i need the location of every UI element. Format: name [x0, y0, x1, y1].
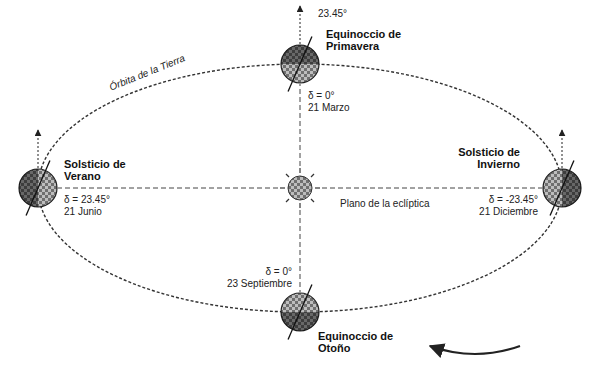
annotation-label: 21 Marzo: [308, 102, 350, 114]
earth-position: Equinoccio de Otoño: [280, 292, 320, 332]
season-heading: Solsticio de Invierno: [430, 146, 520, 170]
annotation-label: 21 Diciembre: [479, 206, 538, 218]
annotation-label: 23 Septiembre: [227, 278, 292, 290]
earth-globe: [542, 168, 582, 208]
earth-globe: [280, 44, 320, 84]
orbit-ellipse: [38, 64, 562, 312]
rotation-axis: [288, 284, 312, 339]
direction-arrow: [430, 346, 520, 354]
annotation-label: 21 Junio: [64, 206, 102, 218]
earth-globe: [280, 292, 320, 332]
annotation-label: δ = 23.45°: [64, 194, 110, 206]
night-side: [19, 169, 38, 207]
season-heading: Solsticio de Verano: [64, 158, 154, 182]
night-side: [281, 312, 319, 331]
annotation-label: δ = 0°: [308, 90, 335, 102]
ecliptic-lines: [58, 84, 542, 292]
annotation-label: 23.45°: [318, 8, 347, 20]
night-side: [562, 169, 581, 207]
rotation-axis: [26, 160, 50, 215]
earth-position: Equinoccio de Primavera: [280, 44, 320, 84]
season-heading: Equinoccio de Primavera: [326, 28, 416, 52]
earth-position: Solsticio de Invierno: [542, 168, 582, 208]
annotation-label: δ = -23.45°: [489, 194, 538, 206]
perpendicular-arrows: [38, 6, 562, 168]
night-side: [281, 45, 319, 64]
orbit-label: Órbita de la Tierra: [108, 52, 187, 93]
season-heading: Equinoccio de Otoño: [318, 330, 408, 354]
earth-globe: [18, 168, 58, 208]
annotation-label: Plano de la eclíptica: [340, 198, 430, 210]
earth-position: Solsticio de Verano: [18, 168, 58, 208]
rotation-axis: [550, 160, 574, 215]
rotation-axis: [288, 36, 312, 91]
annotation-label: δ = 0°: [265, 266, 292, 278]
sun-symbol: [280, 168, 320, 208]
